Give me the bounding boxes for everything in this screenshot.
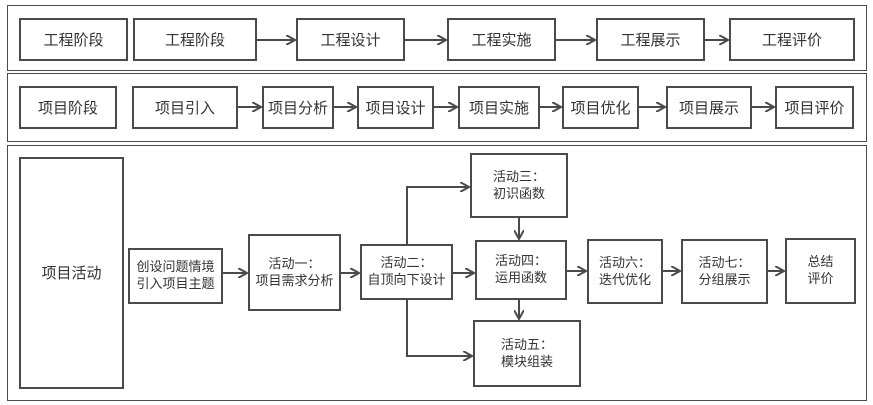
intro-line-1: 创设问题情境 [136,260,215,275]
activity-6-line-2: 迭代优化 [598,272,651,288]
engineering-stage-2: 工程设计 [296,18,405,61]
activity-1-line-2: 项目需求分析 [255,273,334,289]
project-stage-6: 项目展示 [666,86,752,129]
activity-7-line-2: 分组展示 [698,272,751,288]
engineering-stage-2-label: 工程设计 [320,30,381,49]
engineering-header: 工程阶段 [19,18,128,61]
activity-1-line-1: 活动一： [268,256,321,272]
project-stage-5-label: 项目优化 [570,98,631,117]
project-stage-1-label: 项目引入 [154,98,215,117]
intro-line-2: 引入项目主题 [136,277,215,292]
engineering-stage-4-label: 工程展示 [620,30,681,49]
engineering-stage-3-label: 工程实施 [471,30,532,49]
project-stage-1: 项目引入 [132,86,238,129]
project-stage-3-label: 项目设计 [365,98,426,117]
activity-header: 项目活动 [19,157,124,389]
activity-6-line-1: 活动六： [598,255,651,271]
engineering-stage-1: 工程阶段 [133,18,257,61]
activity-3-line-2: 初识函数 [492,186,545,202]
activity-3-line-1: 活动三： [492,169,545,185]
engineering-stage-5: 工程评价 [729,18,855,61]
summary-line-2: 评价 [807,272,834,287]
engineering-stage-3: 工程实施 [447,18,556,61]
activity-6-box: 活动六： 迭代优化 [587,239,663,304]
project-stage-4: 项目实施 [458,86,540,129]
engineering-stage-5-label: 工程评价 [761,30,822,49]
activity-4-line-2: 运用函数 [494,271,547,286]
intro-box: 创设问题情境 引入项目主题 [128,248,223,304]
activity-1-box: 活动一： 项目需求分析 [248,234,341,311]
project-header: 项目阶段 [19,86,117,129]
activity-2-box: 活动二： 自顶向下设计 [360,244,453,300]
activity-2-line-2: 自顶向下设计 [367,273,446,288]
project-stage-3: 项目设计 [357,86,434,129]
activity-5-line-1: 活动五： [500,337,553,353]
activity-header-label: 项目活动 [41,264,102,282]
project-stage-7: 项目评价 [775,86,854,129]
project-header-label: 项目阶段 [37,98,98,117]
project-stage-4-label: 项目实施 [468,98,529,117]
summary-line-1: 总结 [807,255,834,270]
engineering-stage-1-label: 工程阶段 [164,30,225,49]
activity-5-box: 活动五： 模块组装 [473,320,581,387]
activity-5-line-2: 模块组装 [500,354,553,370]
engineering-stage-4: 工程展示 [596,18,705,61]
project-stage-7-label: 项目评价 [784,98,845,117]
activity-4-box: 活动四： 运用函数 [475,240,567,300]
activity-2-line-1: 活动二： [380,256,433,271]
project-stage-2-label: 项目分析 [267,98,328,117]
activity-7-line-1: 活动七： [698,255,751,271]
activity-4-line-1: 活动四： [494,254,547,269]
summary-box: 总结 评价 [785,238,856,304]
engineering-header-label: 工程阶段 [43,30,104,49]
project-stage-5: 项目优化 [562,86,639,129]
activity-7-box: 活动七： 分组展示 [681,239,768,304]
project-stage-2: 项目分析 [262,86,334,129]
activity-3-box: 活动三： 初识函数 [470,153,568,218]
project-stage-6-label: 项目展示 [678,98,739,117]
